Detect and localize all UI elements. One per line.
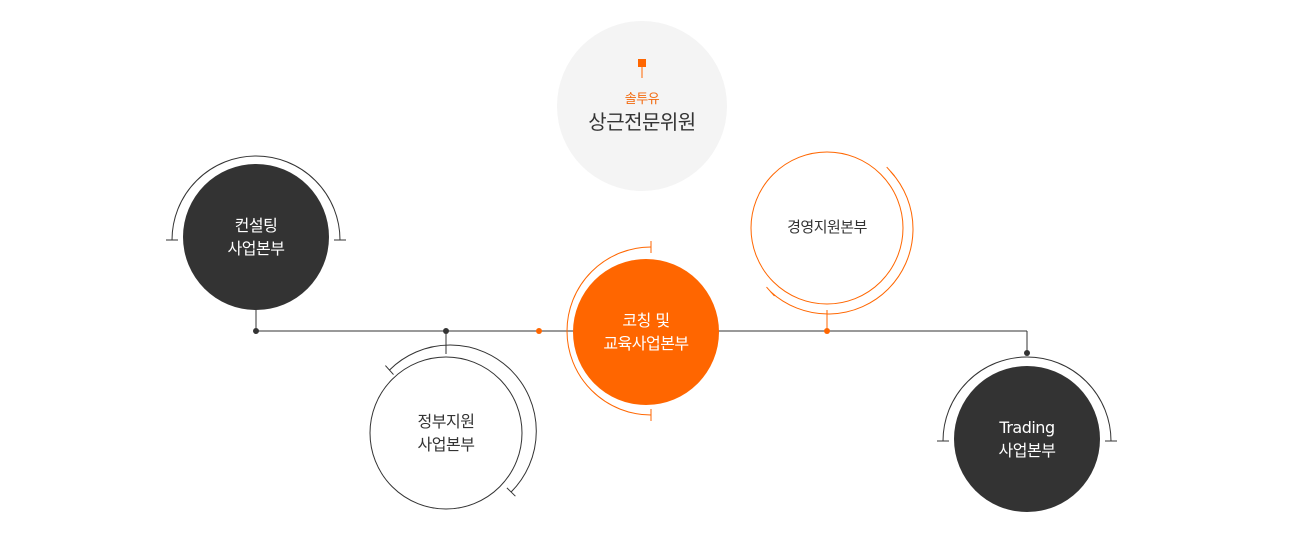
government-arc bbox=[389, 344, 537, 493]
junction-dot-coaching bbox=[536, 328, 542, 334]
trading-circle bbox=[954, 366, 1100, 512]
management-arc bbox=[770, 171, 914, 315]
junction-dot-management bbox=[824, 328, 830, 334]
government-circle bbox=[369, 356, 523, 510]
government-arc-cap-bottom bbox=[506, 487, 516, 497]
consulting-arc bbox=[171, 155, 341, 241]
management-arc-cap-top bbox=[886, 166, 895, 177]
coaching-arc bbox=[566, 246, 652, 416]
consulting-circle bbox=[183, 164, 329, 310]
management-arc-cap-bottom bbox=[766, 286, 775, 297]
junction-dot-trading bbox=[1024, 350, 1030, 356]
junction-dot-government bbox=[443, 328, 449, 334]
management-circle bbox=[750, 151, 904, 305]
government-arc-cap-top bbox=[385, 365, 394, 375]
trading-arc bbox=[942, 356, 1112, 442]
advisor-marker-icon bbox=[638, 59, 646, 67]
advisor-circle bbox=[557, 21, 727, 191]
coaching-circle bbox=[573, 259, 719, 405]
junction-dot-consulting bbox=[253, 328, 259, 334]
